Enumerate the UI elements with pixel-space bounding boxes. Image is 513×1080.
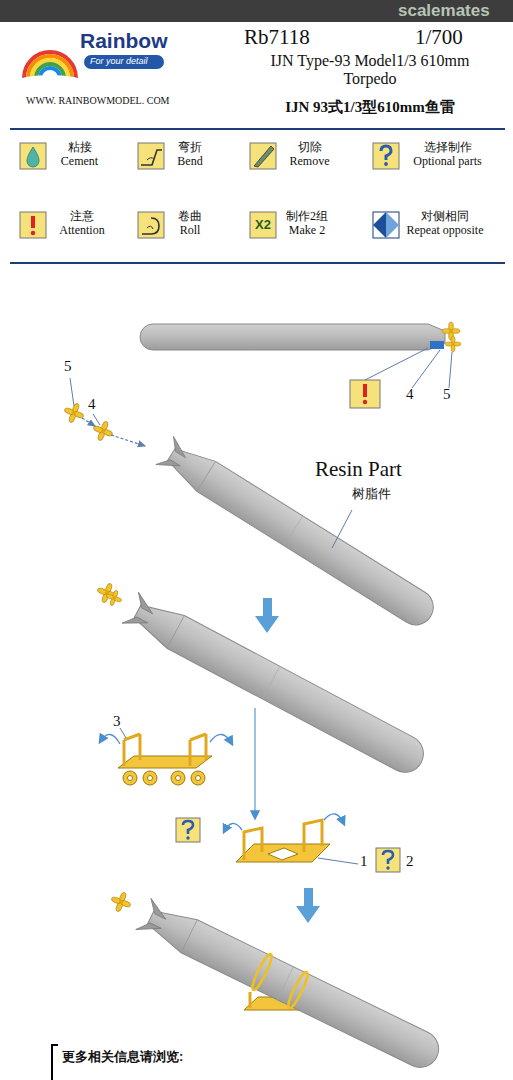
website: WWW. RAINBOWMODEL. COM bbox=[26, 95, 170, 107]
callout-number: 5 bbox=[443, 386, 451, 403]
part-label: 树脂件 bbox=[352, 487, 391, 502]
callout-number: 1 bbox=[360, 853, 368, 870]
legend-text: 制作2组 Make 2 bbox=[282, 210, 332, 238]
legend-text: 注意 Attention bbox=[52, 210, 112, 238]
part-label: Resin Part bbox=[315, 457, 402, 481]
brand-name: Rainbow bbox=[80, 29, 168, 53]
callout-number: 3 bbox=[113, 713, 121, 730]
footer-note: 更多相关信息请浏览: bbox=[62, 1050, 183, 1065]
callout-number: 2 bbox=[406, 853, 414, 870]
brand-slogan: For your detail bbox=[90, 56, 148, 66]
legend-text: 对侧相同 Repeat opposite bbox=[405, 210, 485, 238]
watermark: scalemates bbox=[398, 1, 490, 21]
sheet-title: IJN Type-93 Model1/3 610mm Torpedo bbox=[270, 52, 470, 89]
callout-number: 5 bbox=[64, 358, 72, 375]
subtitle: IJN 93式1/3型610mm鱼雷 bbox=[262, 99, 478, 116]
legend-text: 切除 Remove bbox=[282, 141, 337, 169]
callout-number: 4 bbox=[406, 386, 414, 403]
scale: 1/700 bbox=[415, 25, 463, 49]
legend-text: 选择制作 Optional parts bbox=[405, 141, 490, 169]
product-code: Rb7118 bbox=[244, 25, 310, 49]
callout-number: 4 bbox=[88, 396, 96, 413]
legend-text: 卷曲 Roll bbox=[170, 210, 210, 238]
icon-text: X2 bbox=[250, 218, 276, 233]
legend-text: 粘接 Cement bbox=[52, 141, 107, 169]
legend-text: 弯折 Bend bbox=[170, 141, 210, 169]
